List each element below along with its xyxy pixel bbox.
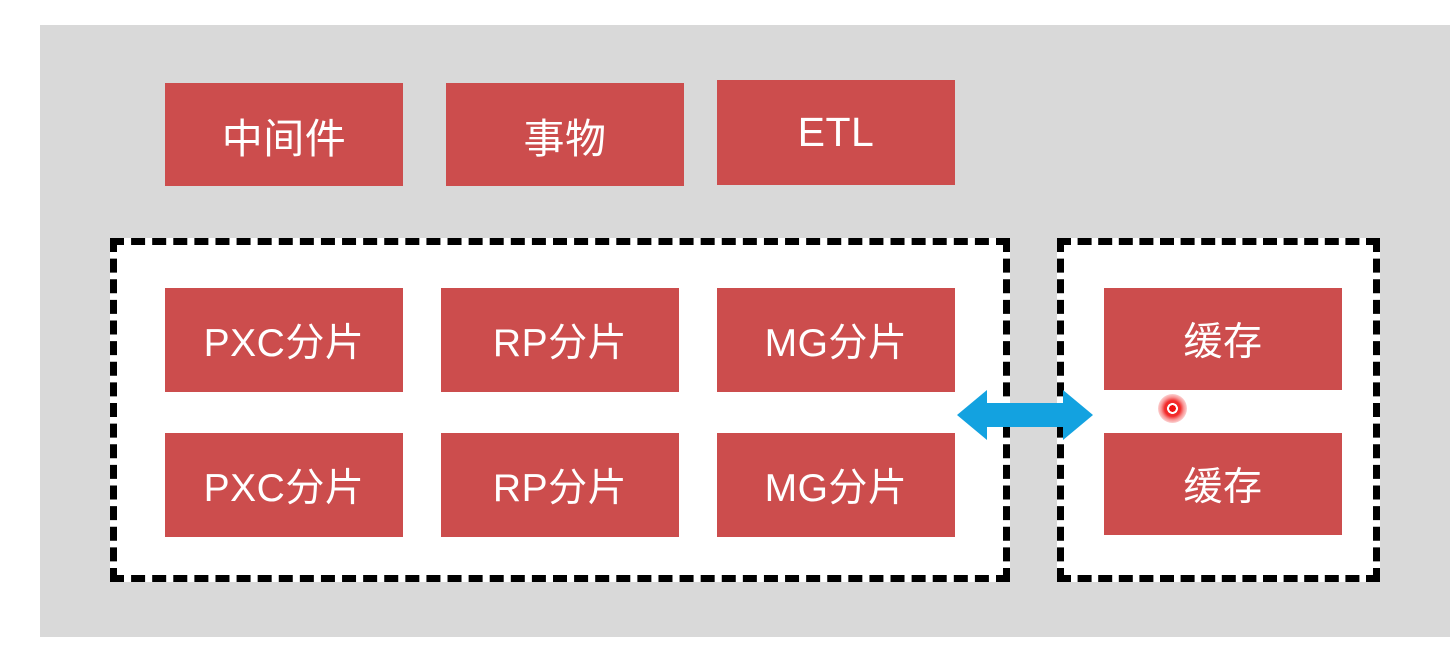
- box-etl[interactable]: ETL: [717, 80, 955, 185]
- box-mg-shard-2[interactable]: MG分片: [717, 433, 955, 537]
- double-arrow-horizontal-icon: [957, 388, 1093, 442]
- box-pxc-shard-2[interactable]: PXC分片: [165, 433, 403, 537]
- box-rp-shard-1[interactable]: RP分片: [441, 288, 679, 392]
- box-middleware[interactable]: 中间件: [165, 83, 403, 186]
- box-transaction[interactable]: 事物: [446, 83, 684, 186]
- box-mg-shard-1[interactable]: MG分片: [717, 288, 955, 392]
- box-cache-1[interactable]: 缓存: [1104, 288, 1342, 390]
- box-pxc-shard-1[interactable]: PXC分片: [165, 288, 403, 392]
- box-cache-2[interactable]: 缓存: [1104, 433, 1342, 535]
- box-rp-shard-2[interactable]: RP分片: [441, 433, 679, 537]
